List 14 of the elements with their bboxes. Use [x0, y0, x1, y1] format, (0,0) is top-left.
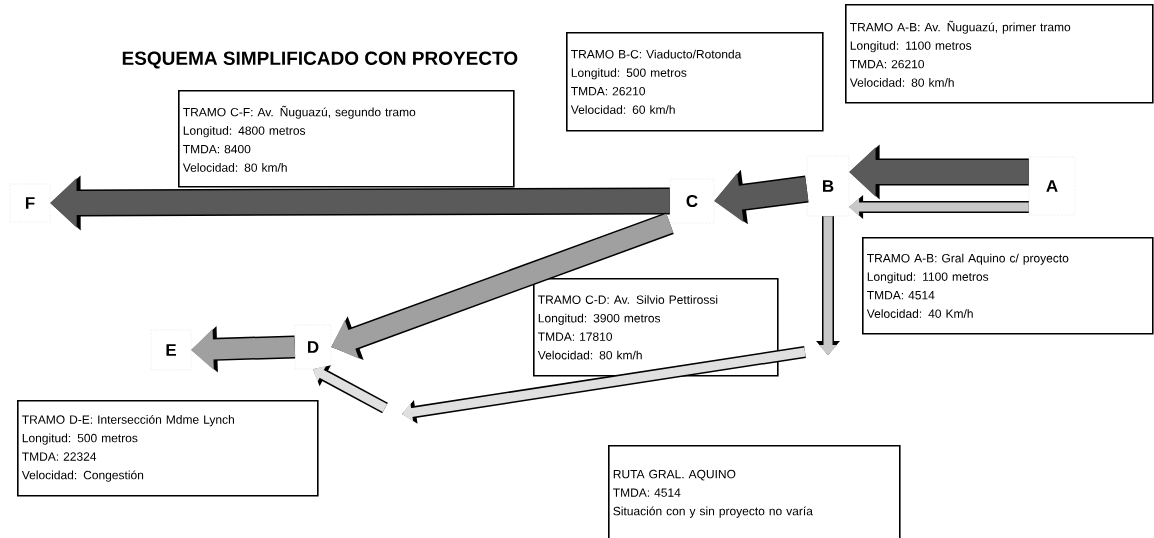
info-box: TRAMO A-B: Av. Ñuguazú, primer tramo Longitud: 1100 metros TMDA: 26210 Velocidad: 80 km/h	[845, 4, 1154, 104]
info-box: TRAMO D-E: Intersección Mdme Lynch Longitud: 500 metros TMDA: 22324 Velocidad: Congestión	[17, 400, 319, 497]
letter-label: D	[294, 324, 332, 370]
letter-label: E	[150, 329, 192, 371]
info-box: TRAMO A-B: Gral Aquino c/ proyecto Longitud: 1100 metros TMDA: 4514 Velocidad: 40 Km/h	[862, 237, 1154, 335]
info-box: RUTA GRAL. AQUINO TMDA: 4514 Situación con y sin proyecto no varía	[608, 445, 901, 538]
info-box: TRAMO C-D: Av. Silvio Pettirossi Longitud: 3900 metros TMDA: 17810 Velocidad: 80 km/h	[533, 278, 779, 377]
letter-label: C	[669, 178, 715, 224]
letter-label: A	[1028, 156, 1076, 216]
info-box: TRAMO B-C: Viaducto/Rotonda Longitud: 500 metros TMDA: 26210 Velocidad: 60 km/h	[566, 32, 824, 132]
letter-label: F	[9, 183, 51, 223]
title: ESQUEMA SIMPLIFICADO CON PROYECTO	[122, 51, 518, 69]
info-box: TRAMO C-F: Av. Ñuguazú, segundo tramo Longitud: 4800 metros TMDA: 8400 Velocidad: 80 km/h	[178, 90, 515, 188]
letter-label: B	[806, 155, 850, 217]
